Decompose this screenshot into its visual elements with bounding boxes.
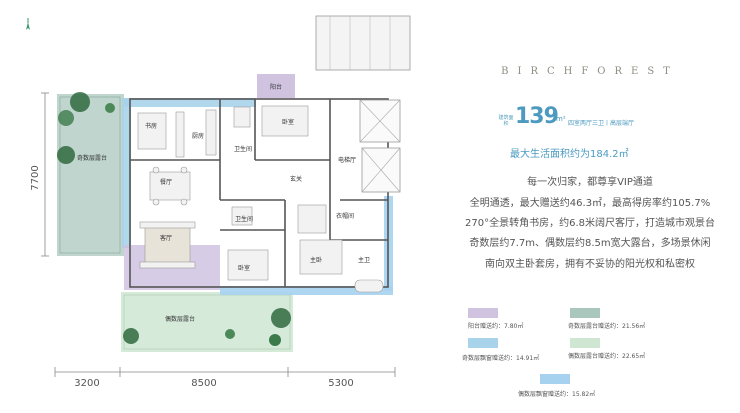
legend-swatch-1 xyxy=(468,308,498,318)
room-balcony: 阳台 xyxy=(270,83,282,91)
room-master-bath: 主卫 xyxy=(358,256,370,264)
walls xyxy=(129,98,389,288)
feature-4: 奇数层约7.7m、偶数层约8.5m宽大露台，多场景休闲 xyxy=(469,238,711,249)
feature-5: 南向双主卧套房，拥有不妥协的阳光权和私密权 xyxy=(485,259,695,270)
brand-name: BIRCHFOREST xyxy=(501,66,679,77)
legend-swatch-5 xyxy=(540,374,570,384)
feature-1: 每一次归家，都尊享VIP通道 xyxy=(527,177,653,188)
legend-label-1: 阳台赠送约：7.80㎡ xyxy=(468,323,524,330)
room-labels: 书房 厨房 卫生间 卧室 餐厅 玄关 卫生间 衣帽间 客厅 卧室 主卧 主卫 xyxy=(145,118,370,272)
legend-swatch-2 xyxy=(570,308,600,318)
room-bedroom-s: 卧室 xyxy=(238,264,250,272)
area-label-tag: 建筑面积 xyxy=(498,115,514,127)
max-living-area: 最大生活面积约为184.2㎡ xyxy=(510,149,629,160)
dim-3200: 3200 xyxy=(74,378,99,389)
legend-swatch-3 xyxy=(468,338,498,348)
room-kitchen: 厨房 xyxy=(192,132,204,140)
floor-plan: 7700 3200 8500 5300 奇数层露台 偶数层露台 xyxy=(26,15,411,389)
even-terrace: 偶数层露台 xyxy=(121,292,293,352)
room-bedroom-ne: 卧室 xyxy=(282,118,294,126)
legend-label-4: 偶数层露台赠送约：22.65㎡ xyxy=(568,353,646,360)
layout-desc: 四室两厅三卫丨高层端厅 xyxy=(568,120,635,127)
legend-label-3: 奇数层飘窗赠送约：14.91㎡ xyxy=(462,355,540,362)
dim-7700: 7700 xyxy=(30,165,41,190)
room-even-terrace: 偶数层露台 xyxy=(165,315,195,323)
area-value: 139 xyxy=(515,104,559,129)
legend-swatch-4 xyxy=(570,338,600,348)
room-elevator-hall: 电梯厅 xyxy=(338,156,356,164)
legend-label-5: 偶数层飘窗赠送约：15.82㎡ xyxy=(518,391,596,398)
dimension-left: 7700 xyxy=(30,92,49,257)
feature-3: 270°全景转角书房，约6.8米阔尺客厅，打造城市观景台 xyxy=(465,218,715,229)
room-master: 主卧 xyxy=(310,256,322,264)
north-arrow-icon xyxy=(26,18,30,30)
dimension-bottom: 3200 8500 5300 xyxy=(54,367,396,389)
area-unit: m² xyxy=(556,115,566,123)
room-bath1: 卫生间 xyxy=(234,145,252,153)
room-entrance: 玄关 xyxy=(290,175,302,183)
room-study: 书房 xyxy=(145,122,157,130)
stair-core: 电梯厅 xyxy=(315,15,411,193)
furniture xyxy=(137,105,384,293)
dim-8500: 8500 xyxy=(191,378,216,389)
odd-terrace: 奇数层露台 xyxy=(57,92,124,256)
room-dining: 餐厅 xyxy=(160,178,172,186)
room-bath2: 卫生间 xyxy=(235,215,253,223)
room-living: 客厅 xyxy=(160,234,172,242)
room-odd-terrace: 奇数层露台 xyxy=(77,154,107,162)
room-closet: 衣帽间 xyxy=(336,212,354,220)
dim-5300: 5300 xyxy=(328,378,353,389)
legend-label-2: 奇数层露台赠送约：21.56㎡ xyxy=(568,323,646,330)
info-panel: BIRCHFOREST 建筑面积 139 m² 四室两厅三卫丨高层端厅 最大生活… xyxy=(440,0,740,413)
feature-2: 全明通透，最大赠送约46.3㎡，最高得房率约105.7% xyxy=(469,198,711,209)
